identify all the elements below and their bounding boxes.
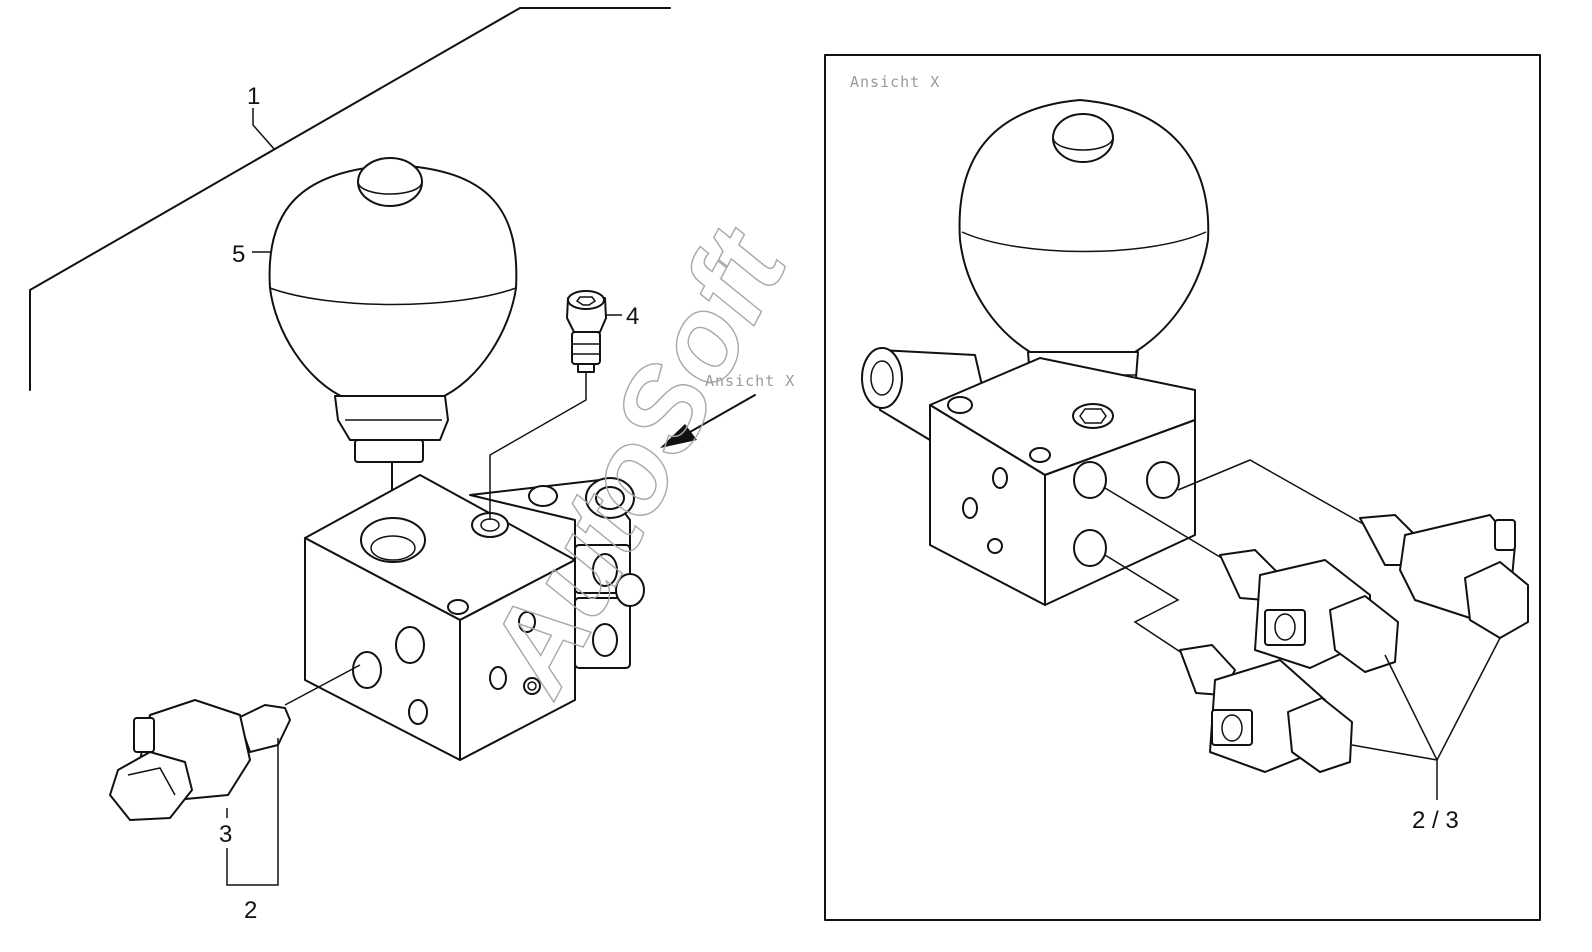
inset-line-upper [1177,459,1366,526]
callout-4: 4 [626,303,639,330]
inset-sensor-2 [1219,549,1399,673]
inset-callout-leaders [1351,744,1438,800]
pressure-sensor-left [109,664,361,886]
callout-5: 5 [232,241,245,268]
view-arrow: Ansicht X [660,372,795,448]
inset-accumulator [958,99,1210,399]
inset-callout: 2 / 3 [1412,807,1459,834]
callout-1: 1 [247,83,260,110]
inset-line-lower [1104,554,1186,656]
inset-view: Ansicht X [824,54,1541,921]
accumulator [268,157,518,521]
inset-label: Ansicht X [850,73,940,91]
side-valves [469,477,645,669]
inset-sensor-1 [1359,514,1529,639]
inset-line-mid [1104,487,1226,561]
callout-3: 3 [219,821,232,848]
inset-sensor-3 [1179,644,1353,773]
inset-frame [824,54,1541,921]
valve-block [304,474,576,761]
check-valve [489,290,607,520]
view-arrow-label: Ansicht X [705,372,795,390]
callout-2: 2 [244,897,257,924]
inset-block [929,357,1196,606]
left-assembly [109,108,645,886]
